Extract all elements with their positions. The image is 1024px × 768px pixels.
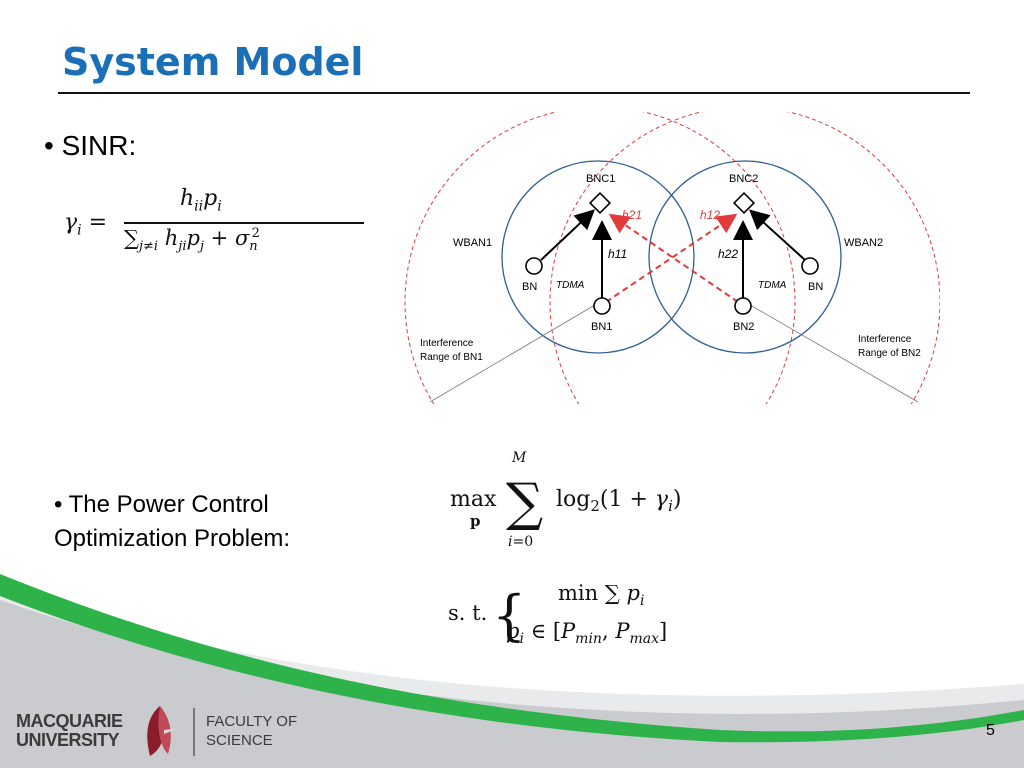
h12-link — [605, 213, 738, 303]
university-name: MACQUARIE UNIVERSITY — [16, 712, 123, 750]
h12-label: h12 — [700, 208, 720, 222]
interference-range-bn2 — [549, 112, 940, 404]
faculty-line1: FACULTY OF — [206, 713, 298, 730]
wban2-circle — [648, 160, 842, 354]
interference2-label-line1: Interference — [858, 334, 912, 345]
lighthouse-logo-icon — [147, 706, 180, 756]
interference1-label-line1: Interference — [420, 338, 474, 349]
bn-right-link — [749, 209, 806, 261]
h21-link — [608, 213, 739, 303]
sinr-bullet: • SINR: — [44, 130, 137, 161]
interference2-label-line2: Range of BN2 — [858, 348, 921, 359]
svg-text:s. t.: s. t. — [448, 601, 487, 625]
svg-text:max: max — [450, 487, 497, 512]
optimization-constraints: s. t. { min ∑ pi pi ∈ [Pmin, Pmax] — [448, 581, 667, 647]
faculty-name: FACULTY OF SCIENCE — [206, 712, 297, 750]
page-number: 5 — [986, 722, 995, 739]
bn-left-link — [540, 209, 595, 261]
svg-text:i=0: i=0 — [508, 534, 533, 550]
sinr-lhs: γi = — [64, 210, 108, 239]
footer-swoosh — [0, 574, 1024, 768]
svg-text:p: p — [470, 512, 481, 530]
bn-right-label: BN — [808, 281, 823, 293]
svg-text:∑: ∑ — [506, 473, 543, 533]
svg-text:min ∑ pi: min ∑ pi — [558, 581, 644, 609]
faculty-line2: SCIENCE — [206, 732, 273, 749]
sinr-formula: γi = hiipi ∑j≠i hjipj + σn2 — [64, 184, 364, 264]
bn-right-node — [801, 257, 819, 275]
power-control-bullet: • The Power Control Optimization Problem… — [54, 488, 290, 556]
university-line2: UNIVERSITY — [16, 730, 120, 750]
bn2-label: BN2 — [733, 321, 754, 333]
bn1-node — [593, 297, 611, 315]
university-line1: MACQUARIE — [16, 711, 123, 731]
svg-text:log2(1 + γi): log2(1 + γi) — [556, 487, 681, 515]
wban1-label: WBAN1 — [453, 237, 492, 249]
h22-label: h22 — [718, 247, 738, 261]
bn2-node — [734, 297, 752, 315]
bnc1-node — [588, 191, 612, 215]
wban1-circle — [501, 160, 695, 354]
tdma-left-label: TDMA — [556, 280, 585, 291]
bn-left-node — [525, 257, 543, 275]
bnc2-node — [732, 191, 756, 215]
h11-label: h11 — [608, 247, 627, 261]
power-control-line1: • The Power Control — [54, 491, 269, 518]
power-control-line2: Optimization Problem: — [54, 525, 291, 552]
sinr-numerator: hiipi — [180, 186, 222, 215]
wban2-label: WBAN2 — [844, 237, 883, 249]
fraction-bar — [124, 222, 364, 224]
bnc2-label: BNC2 — [729, 173, 758, 185]
h21-label: h21 — [622, 208, 642, 222]
bn-left-label: BN — [522, 281, 537, 293]
svg-text:{: { — [492, 584, 526, 647]
bnc1-label: BNC1 — [586, 173, 615, 185]
tdma-right-label: TDMA — [758, 280, 787, 291]
logo-divider — [193, 708, 195, 756]
optimization-objective: max p M ∑ i=0 log2(1 + γi) — [450, 450, 681, 550]
svg-text:M: M — [511, 450, 527, 466]
title-divider — [58, 92, 970, 94]
sinr-denominator: ∑j≠i hjipj + σn2 — [124, 226, 260, 255]
slide-title: System Model — [62, 40, 364, 84]
wban-system-diagram: BNC1 BNC2 WBAN1 WBAN2 BN BN BN1 BN2 TDMA… — [404, 112, 940, 404]
bn1-label: BN1 — [591, 321, 612, 333]
svg-text:pi ∈ [Pmin, Pmax]: pi ∈ [Pmin, Pmax] — [506, 619, 667, 647]
interference-range-bn1 — [404, 112, 796, 404]
interference1-label-line2: Range of BN1 — [420, 352, 483, 363]
